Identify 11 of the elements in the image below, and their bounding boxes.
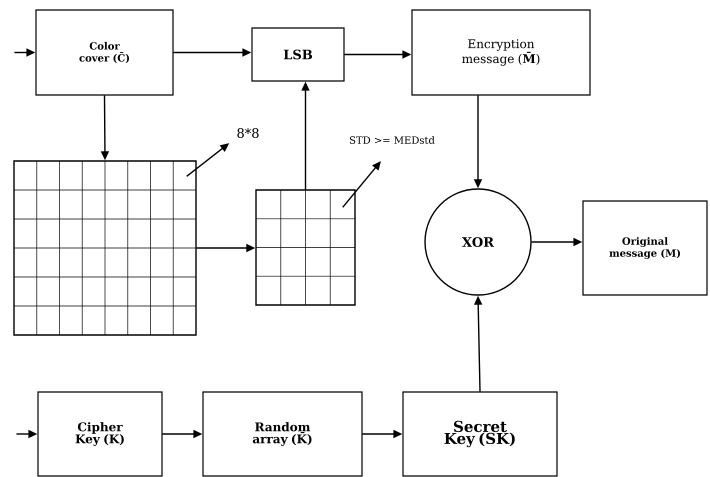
pixel-grid	[13, 160, 197, 336]
output-box: Original message (M)	[582, 200, 708, 296]
grid-size-label: 8*8	[237, 128, 259, 138]
process-box: Random array (K̄)	[202, 391, 363, 477]
process-box: Color cover (C̄)	[35, 9, 174, 96]
condition-label: STD >= MEDstd	[350, 136, 435, 144]
process-box: Encryption message (M̄)	[411, 9, 591, 96]
process-box: Cipher Key (K)	[37, 391, 163, 477]
process-box: LSB	[251, 27, 345, 82]
process-box: Secret Key (SK)	[402, 391, 558, 477]
pixel-grid	[255, 189, 356, 306]
